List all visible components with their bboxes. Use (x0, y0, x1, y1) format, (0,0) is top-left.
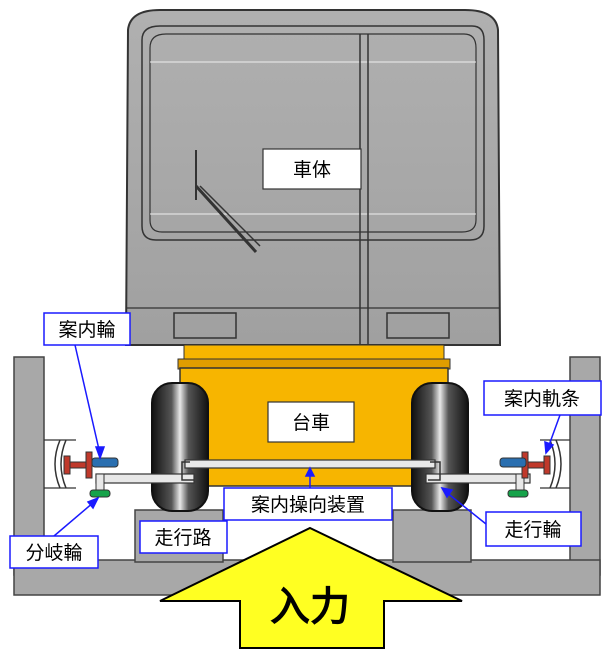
label-running-wheel: 走行輪 (504, 519, 561, 541)
label-running-wheel-box: 走行輪 (485, 511, 582, 547)
label-guide-rail: 案内軌条 (504, 388, 580, 410)
label-bogie-box: 台車 (267, 401, 355, 443)
label-guide-wheel: 案内輪 (58, 319, 115, 341)
label-guide-rail-box: 案内軌条 (483, 380, 602, 416)
label-running-path-box: 走行路 (139, 520, 228, 554)
bogie-top (183, 344, 445, 360)
running-wheel-right (411, 382, 469, 512)
label-branch-wheel-box: 分岐輪 (9, 535, 99, 569)
leader-arrows (53, 344, 561, 537)
label-bogie: 台車 (292, 412, 330, 434)
label-body: 車体 (293, 159, 331, 181)
input-arrow: 入力 (159, 526, 463, 649)
branch-wheel-right (507, 489, 529, 498)
guide-wheel-right (499, 457, 527, 468)
input-label: 入力 (270, 584, 350, 630)
label-guide-wheel-box: 案内輪 (43, 312, 131, 346)
input-arrow-shape (159, 526, 463, 649)
label-steering-box: 案内操向装置 (223, 487, 393, 521)
label-steering: 案内操向装置 (251, 494, 365, 516)
label-running-path: 走行路 (154, 527, 211, 549)
label-branch-wheel: 分岐輪 (25, 542, 82, 564)
label-body-box: 車体 (262, 148, 362, 190)
guide-rail-left (44, 439, 93, 489)
branch-wheel-left (89, 489, 111, 498)
running-wheel-left (151, 382, 209, 512)
guide-wheel-left (91, 457, 119, 468)
